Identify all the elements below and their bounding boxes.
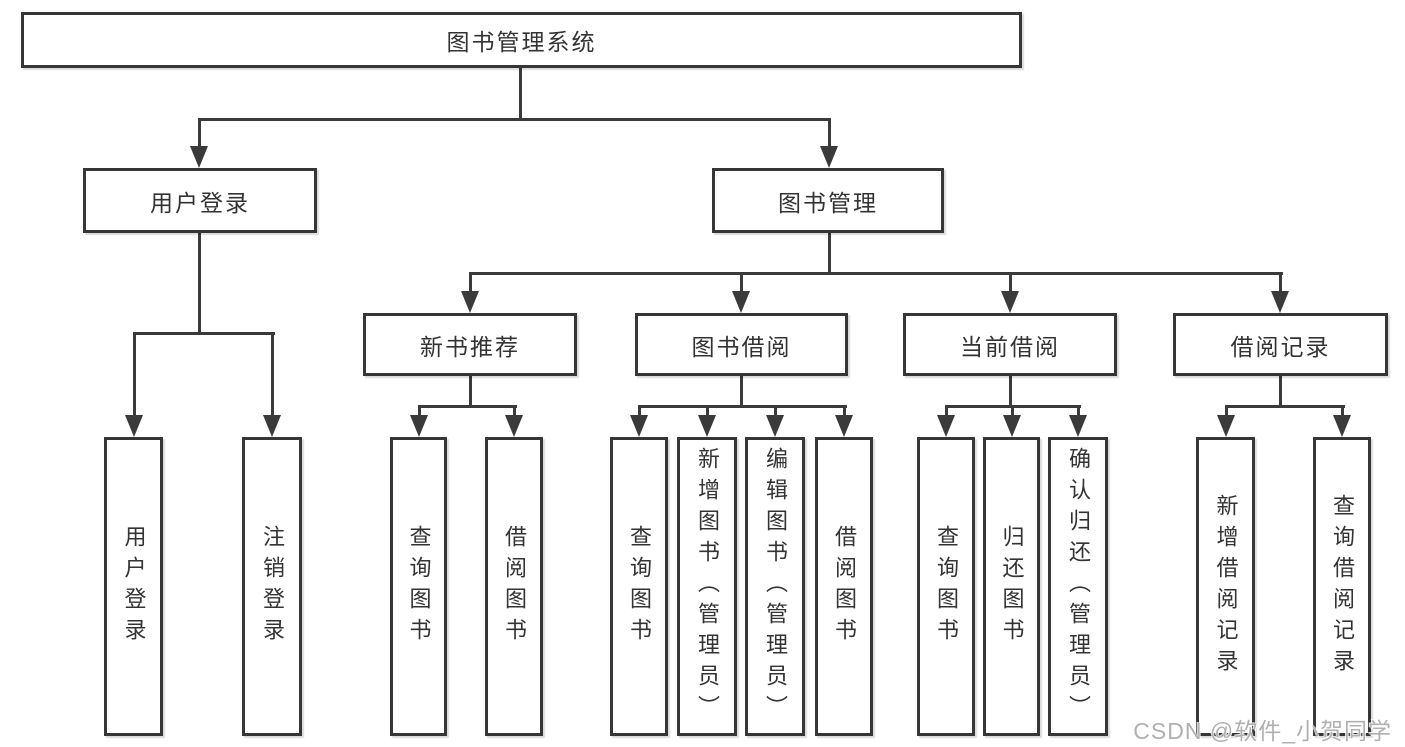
leaf-return-books: 归还图书: [983, 437, 1040, 736]
leaf-user-login-label: 用户登录: [121, 524, 147, 649]
connector-recommend-stem: [469, 376, 472, 408]
connector-current-leaf3-drop: [1077, 405, 1080, 419]
leaf-edit-books-admin: 编辑图书（管理员）: [745, 437, 805, 736]
leaf-logout: 注销登录: [242, 437, 302, 736]
leaf-borrow-books-borrowing: 借阅图书: [815, 437, 873, 736]
connector-borrowing-leaf2-drop: [706, 405, 709, 419]
leaf-confirm-return-admin-label: 确认归还（管理员）: [1066, 447, 1091, 726]
arrowhead-recommend-leaf1: [410, 415, 428, 437]
connector-records-rail: [1225, 405, 1345, 408]
arrowhead-current-leaf1: [937, 415, 955, 437]
node-borrowing-records: 借阅记录: [1173, 313, 1388, 376]
leaf-query-books-current: 查询图书: [917, 437, 975, 736]
connector-book-mgmt-drop: [828, 118, 831, 150]
arrowhead-borrowing-leaf4: [835, 415, 853, 437]
node-root-label: 图书管理系统: [446, 29, 597, 55]
node-user-login: 用户登录: [83, 168, 317, 233]
leaf-query-borrow-record: 查询借阅记录: [1313, 437, 1371, 736]
watermark: CSDN @软件_小贺同学: [1133, 712, 1392, 746]
connector-level3-rail: [469, 272, 1283, 275]
connector-borrowing-rail: [638, 405, 847, 408]
node-book-management: 图书管理: [712, 168, 944, 233]
connector-level2-rail: [198, 118, 831, 121]
connector-borrowing-leaf4-drop: [843, 405, 846, 419]
connector-user-login-drop: [198, 118, 201, 150]
arrowhead-recommend: [461, 291, 479, 313]
leaf-add-books-admin: 新增图书（管理员）: [677, 437, 737, 736]
arrowhead-login-leaf1: [125, 415, 143, 437]
node-book-borrowing: 图书借阅: [635, 313, 848, 376]
leaf-logout-label: 注销登录: [260, 524, 285, 649]
arrowhead-login-leaf2: [263, 415, 281, 437]
leaf-return-books-label: 归还图书: [999, 524, 1025, 649]
connector-recommend-drop: [469, 272, 472, 294]
connector-borrowing-leaf3-drop: [774, 405, 777, 419]
arrowhead-current-leaf2: [1003, 415, 1021, 437]
node-user-login-label: 用户登录: [150, 189, 250, 216]
arrowhead-borrowing-leaf3: [766, 415, 784, 437]
arrowhead-records-leaf2: [1333, 415, 1351, 437]
connector-login-leaf1-drop: [133, 332, 136, 418]
leaf-borrow-books-borrowing-label: 借阅图书: [832, 524, 857, 649]
arrowhead-borrowing: [732, 291, 750, 313]
connector-borrowing-drop: [740, 272, 743, 294]
watermark-text: CSDN @软件_小贺同学: [1133, 718, 1392, 744]
connector-borrowing-stem: [740, 376, 743, 408]
leaf-query-books-borrowing-label: 查询图书: [627, 524, 652, 649]
connector-borrowing-leaf1-drop: [638, 405, 641, 419]
connector-recommend-leaf2-drop: [513, 405, 516, 419]
connector-login-leaf2-drop: [271, 332, 274, 418]
leaf-query-books-recommend: 查询图书: [390, 437, 447, 736]
leaf-query-borrow-record-label: 查询借阅记录: [1330, 493, 1355, 680]
leaf-borrow-books-recommend-label: 借阅图书: [502, 524, 527, 649]
connector-recommend-leaf1-drop: [418, 405, 421, 419]
arrowhead-book-mgmt: [820, 146, 838, 168]
leaf-edit-books-admin-label: 编辑图书（管理员）: [763, 447, 788, 726]
node-current-borrowing-label: 当前借阅: [960, 333, 1060, 360]
arrowhead-borrowing-leaf2: [698, 415, 716, 437]
arrowhead-user-login: [190, 146, 208, 168]
connector-login-stem: [198, 233, 201, 335]
leaf-user-login: 用户登录: [104, 437, 163, 736]
leaf-add-borrow-record-label: 新增借阅记录: [1213, 493, 1239, 680]
leaf-query-books-borrowing: 查询图书: [610, 437, 668, 736]
connector-recommend-rail: [418, 405, 517, 408]
node-book-management-label: 图书管理: [778, 189, 878, 216]
connector-current-drop: [1009, 272, 1012, 294]
node-borrowing-records-label: 借阅记录: [1230, 333, 1331, 360]
connector-login-rail: [133, 332, 275, 335]
leaf-add-borrow-record: 新增借阅记录: [1196, 437, 1255, 736]
leaf-query-books-current-label: 查询图书: [934, 524, 959, 649]
arrowhead-records-leaf1: [1217, 415, 1235, 437]
node-current-borrowing: 当前借阅: [903, 313, 1117, 376]
connector-mgmt-stem: [828, 233, 831, 275]
arrowhead-records: [1271, 291, 1289, 313]
leaf-add-books-admin-label: 新增图书（管理员）: [695, 447, 720, 726]
connector-current-leaf1-drop: [945, 405, 948, 419]
arrowhead-current-leaf3: [1069, 415, 1087, 437]
leaf-query-books-recommend-label: 查询图书: [406, 524, 432, 649]
arrowhead-current: [1001, 291, 1019, 313]
connector-records-stem: [1279, 376, 1282, 408]
connector-records-drop: [1279, 272, 1282, 294]
connector-records-leaf1-drop: [1225, 405, 1228, 419]
connector-root-stem: [519, 68, 522, 120]
node-new-book-recommend: 新书推荐: [363, 313, 577, 376]
leaf-borrow-books-recommend: 借阅图书: [485, 437, 543, 736]
connector-current-stem: [1009, 376, 1012, 408]
arrowhead-borrowing-leaf1: [630, 415, 648, 437]
connector-records-leaf2-drop: [1341, 405, 1344, 419]
connector-current-leaf2-drop: [1011, 405, 1014, 419]
leaf-confirm-return-admin: 确认归还（管理员）: [1048, 437, 1108, 736]
node-root: 图书管理系统: [21, 12, 1022, 68]
node-new-book-recommend-label: 新书推荐: [420, 333, 520, 360]
node-book-borrowing-label: 图书借阅: [691, 333, 792, 360]
arrowhead-recommend-leaf2: [505, 415, 523, 437]
